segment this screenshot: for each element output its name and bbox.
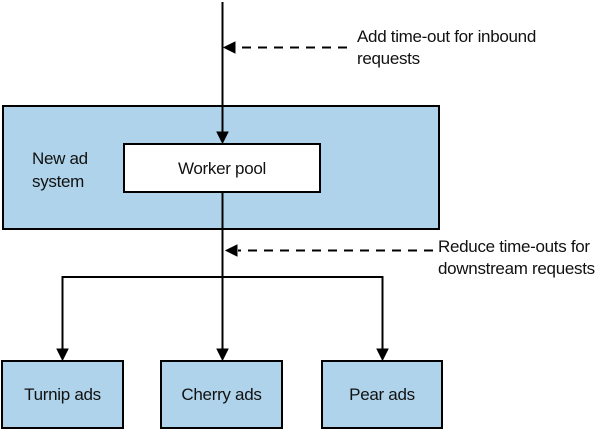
cherry-ads-label: Cherry ads	[181, 385, 262, 404]
pear-ads-box: Pear ads	[321, 360, 443, 429]
inbound-timeout-annotation: Add time-out for inbound requests	[357, 27, 536, 68]
worker-pool-label: Worker pool	[177, 158, 267, 178]
turnip-ads-label: Turnip ads	[24, 385, 101, 404]
arrowhead-down-icon	[216, 348, 229, 362]
pear-ads-label: Pear ads	[349, 385, 415, 404]
turnip-ads-box: Turnip ads	[1, 360, 124, 429]
new-ad-system-label: New ad system	[32, 149, 88, 191]
downstream-timeout-annotation: Reduce time-outs for downstream requests	[438, 237, 595, 278]
worker-pool-box: Worker pool	[123, 143, 321, 193]
branch-to-pear-arrow	[376, 276, 389, 362]
branch-to-turnip-arrow	[56, 276, 69, 362]
arrowhead-left-icon	[224, 244, 238, 257]
arrowhead-down-icon	[56, 348, 69, 362]
arrowhead-down-icon	[376, 348, 389, 362]
cherry-ads-box: Cherry ads	[160, 360, 283, 429]
inbound-timeout-dashed-arrow	[222, 41, 347, 54]
downstream-timeout-dashed-arrow	[224, 244, 433, 257]
arrowhead-left-icon	[222, 41, 236, 54]
